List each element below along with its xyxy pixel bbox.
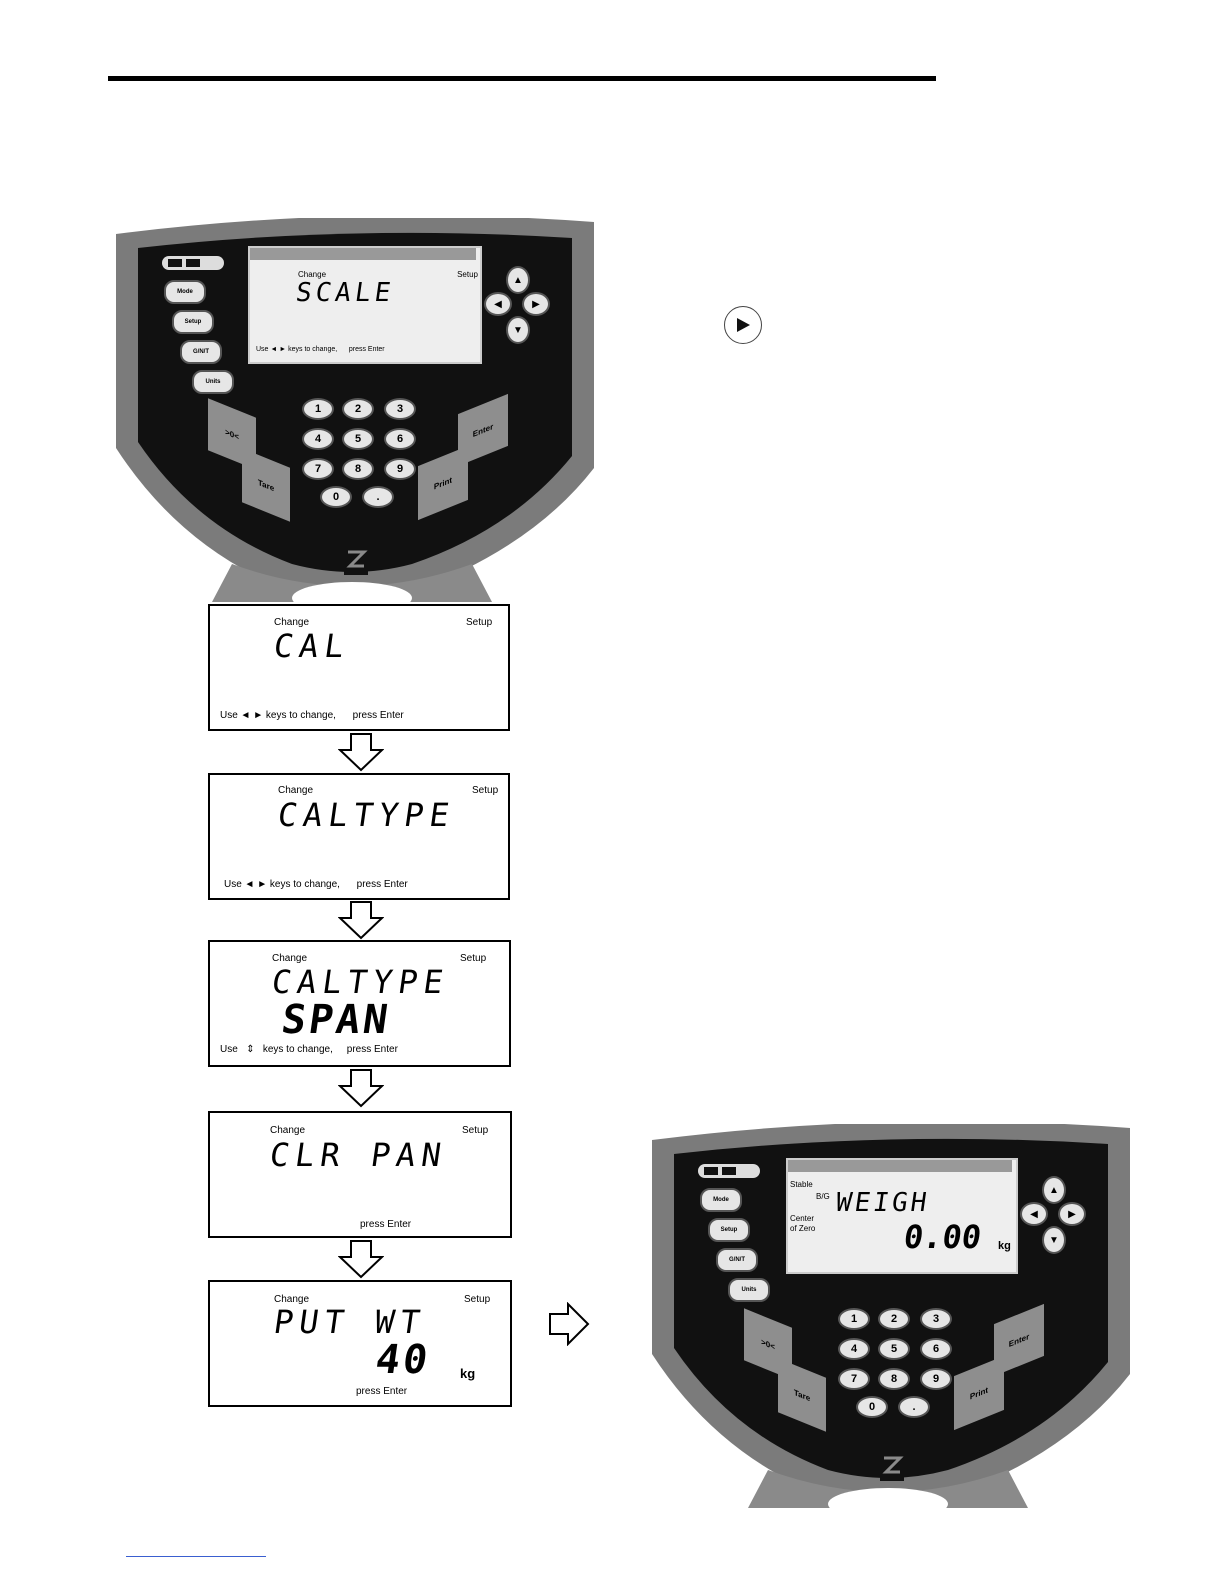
lcd-center-label: Center xyxy=(790,1214,815,1223)
gnt-button[interactable]: G/N/T xyxy=(180,340,222,364)
nav-arrows: ▲ ◀ ▶ ▼ xyxy=(484,266,550,346)
terminal-bottom: Mode Setup G/N/T Units Stable B/G Center… xyxy=(648,1121,1134,1520)
up-arrow-button[interactable]: ▲ xyxy=(1042,1176,1066,1204)
lcd-hint: Use ◄ ► keys to change, press Enter xyxy=(256,346,385,353)
lcd-value-text: SPAN xyxy=(278,997,394,1043)
key-4[interactable]: 4 xyxy=(838,1338,870,1360)
step-lcd-1: Change Setup CAL Use ◄ ► keys to change,… xyxy=(208,604,510,731)
lcd-stable-label: Stable xyxy=(790,1180,813,1189)
footer-link-rule xyxy=(126,1556,266,1557)
key-8[interactable]: 8 xyxy=(878,1368,910,1390)
lcd-setup-label: Setup xyxy=(472,785,499,796)
lcd-hint: press Enter xyxy=(360,1219,412,1230)
lcd-setup-label: Setup xyxy=(462,1125,489,1136)
key-9[interactable]: 9 xyxy=(384,458,416,480)
down-arrow-button[interactable]: ▼ xyxy=(1042,1226,1066,1254)
step-lcd-3: Change Setup CALTYPE SPAN Use ⇕ keys to … xyxy=(208,940,511,1067)
key-6[interactable]: 6 xyxy=(384,428,416,450)
mode-button[interactable]: Mode xyxy=(700,1188,742,1212)
keypad: 1 2 3 4 5 6 7 8 9 0 . xyxy=(838,1308,958,1420)
right-arrow-button-icon xyxy=(724,306,762,344)
key-2[interactable]: 2 xyxy=(342,398,374,420)
lcd-main-text: WEIGH xyxy=(833,1188,932,1218)
left-arrow-button[interactable]: ◀ xyxy=(484,292,512,316)
key-decimal[interactable]: . xyxy=(898,1396,930,1418)
down-arrow-icon xyxy=(338,1069,384,1108)
key-7[interactable]: 7 xyxy=(838,1368,870,1390)
lcd-setup-label: Setup xyxy=(457,270,478,279)
down-arrow-icon xyxy=(338,901,384,940)
down-arrow-icon xyxy=(338,1240,384,1279)
nav-arrows: ▲ ◀ ▶ ▼ xyxy=(1020,1176,1086,1256)
lcd-change-label: Change xyxy=(278,785,314,796)
lcd-of-zero-label: of Zero xyxy=(790,1224,816,1233)
key-0[interactable]: 0 xyxy=(320,486,352,508)
lcd-main-text: CAL xyxy=(271,627,353,665)
key-9[interactable]: 9 xyxy=(920,1368,952,1390)
step-lcd-5: Change Setup PUT WT 40 kg press Enter xyxy=(208,1280,512,1407)
lcd-main-text: PUT WT xyxy=(271,1303,429,1341)
lcd-change-label: Change xyxy=(270,1125,306,1136)
key-4[interactable]: 4 xyxy=(302,428,334,450)
setup-button[interactable]: Setup xyxy=(708,1218,750,1242)
key-8[interactable]: 8 xyxy=(342,458,374,480)
key-decimal[interactable]: . xyxy=(362,486,394,508)
key-0[interactable]: 0 xyxy=(856,1396,888,1418)
lcd-main-text: SCALE xyxy=(293,278,397,308)
step-lcd-4: Change Setup CLR PAN press Enter xyxy=(208,1111,512,1238)
key-7[interactable]: 7 xyxy=(302,458,334,480)
lcd-main-text: CALTYPE xyxy=(275,796,458,834)
lcd-unit: kg xyxy=(998,1240,1011,1252)
lcd-main-text: CALTYPE xyxy=(269,963,452,1001)
lcd-setup-label: Setup xyxy=(460,953,487,964)
lcd-hint: Use ◄ ► keys to change, press Enter xyxy=(224,879,408,890)
key-5[interactable]: 5 xyxy=(342,428,374,450)
right-arrow-button[interactable]: ▶ xyxy=(1058,1202,1086,1226)
key-1[interactable]: 1 xyxy=(302,398,334,420)
key-6[interactable]: 6 xyxy=(920,1338,952,1360)
lcd-main-text: CLR PAN xyxy=(267,1136,450,1174)
down-arrow-button[interactable]: ▼ xyxy=(506,316,530,344)
top-rule xyxy=(108,76,936,81)
units-button[interactable]: Units xyxy=(192,370,234,394)
mode-button[interactable]: Mode xyxy=(164,280,206,304)
left-arrow-button[interactable]: ◀ xyxy=(1020,1202,1048,1226)
lcd-setup-label: Setup xyxy=(466,617,493,628)
terminal-top: Mode Setup G/N/T Units Change Setup SCAL… xyxy=(112,215,598,614)
lcd-hint: press Enter xyxy=(356,1386,408,1397)
lcd-bottom: Stable B/G Center of Zero WEIGH 0.00 kg xyxy=(786,1158,1018,1274)
key-2[interactable]: 2 xyxy=(878,1308,910,1330)
lcd-value-text: 40 xyxy=(372,1337,434,1383)
lcd-setup-label: Setup xyxy=(464,1294,491,1305)
lcd-change-label: Change xyxy=(274,617,310,628)
up-arrow-button[interactable]: ▲ xyxy=(506,266,530,294)
setup-button[interactable]: Setup xyxy=(172,310,214,334)
lcd-value-text: 0.00 xyxy=(901,1218,984,1256)
ohaus-logo-icon xyxy=(344,550,368,575)
lcd-hint: Use ⇕ keys to change, press Enter xyxy=(220,1044,398,1055)
right-arrow-icon xyxy=(549,1302,590,1346)
key-5[interactable]: 5 xyxy=(878,1338,910,1360)
gnt-button[interactable]: G/N/T xyxy=(716,1248,758,1272)
right-arrow-button[interactable]: ▶ xyxy=(522,292,550,316)
key-1[interactable]: 1 xyxy=(838,1308,870,1330)
lcd-bg-label: B/G xyxy=(816,1192,830,1201)
lcd-change-label: Change xyxy=(272,953,308,964)
key-3[interactable]: 3 xyxy=(384,398,416,420)
units-button[interactable]: Units xyxy=(728,1278,770,1302)
step-lcd-2: Change Setup CALTYPE Use ◄ ► keys to cha… xyxy=(208,773,510,900)
ohaus-logo-icon xyxy=(880,1456,904,1481)
down-arrow-icon xyxy=(338,733,384,772)
keypad: 1 2 3 4 5 6 7 8 9 0 . xyxy=(302,398,422,510)
lcd-unit: kg xyxy=(460,1366,476,1381)
key-3[interactable]: 3 xyxy=(920,1308,952,1330)
lcd-hint: Use ◄ ► keys to change, press Enter xyxy=(220,710,404,721)
lcd-change-label: Change xyxy=(298,270,327,279)
lcd-top: Change Setup SCALE Use ◄ ► keys to chang… xyxy=(248,246,482,364)
lcd-change-label: Change xyxy=(274,1294,310,1305)
